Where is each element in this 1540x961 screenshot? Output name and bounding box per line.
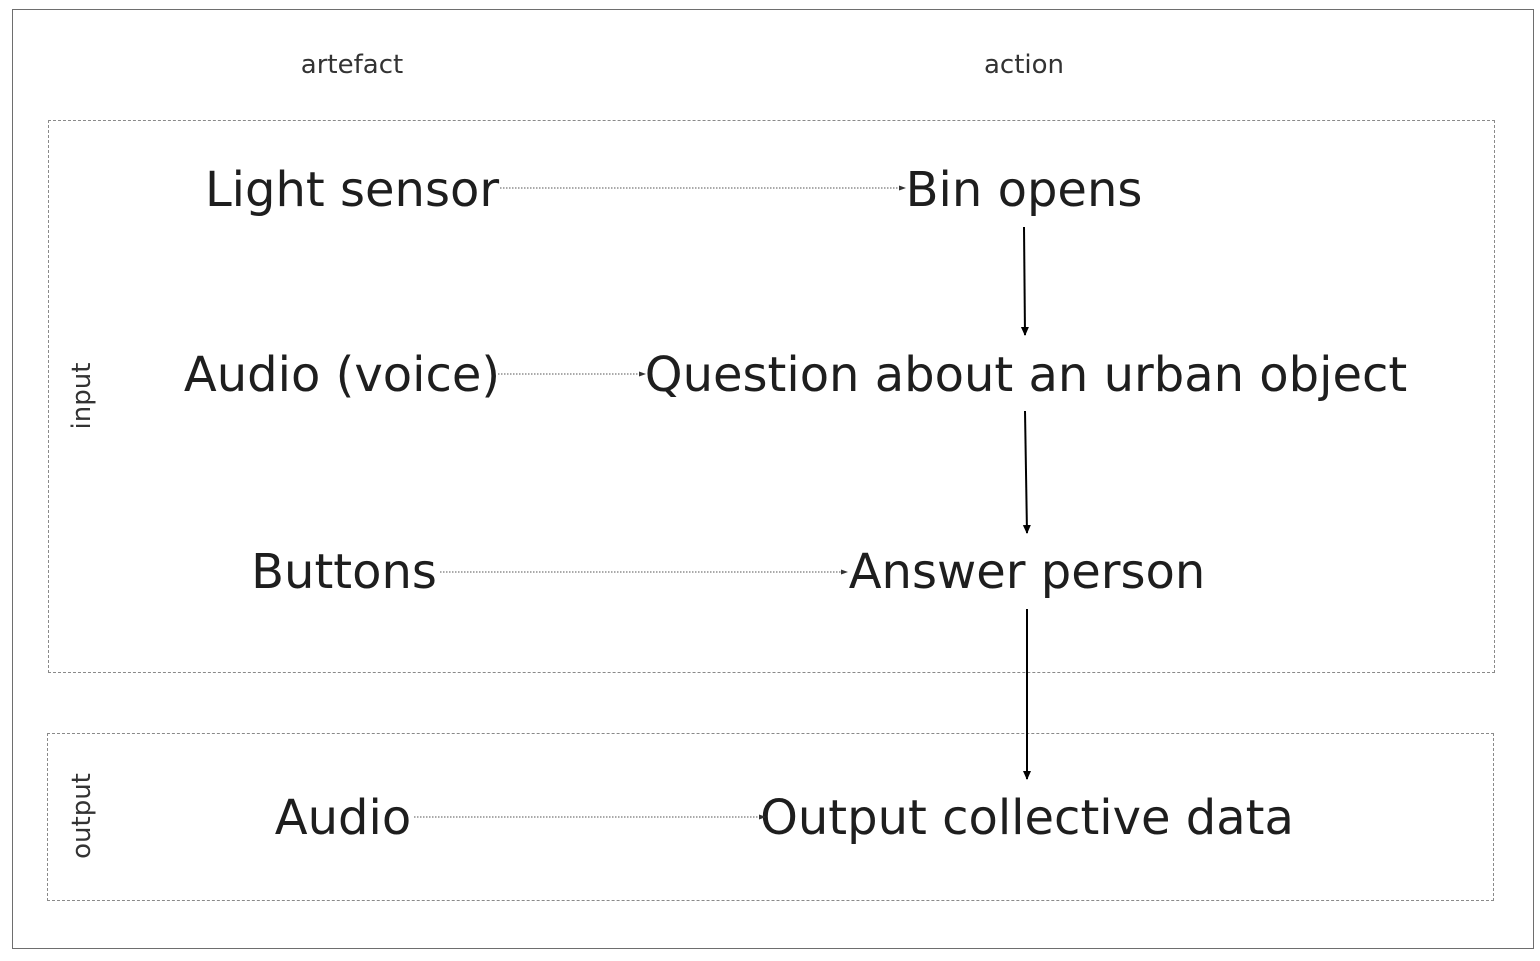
- artefact-column-header: artefact: [300, 50, 404, 80]
- question-urban-object-node: Question about an urban object: [644, 347, 1408, 403]
- output-collective-data-node: Output collective data: [760, 790, 1294, 846]
- input-group-box: [48, 120, 1495, 673]
- buttons-node: Buttons: [251, 544, 437, 600]
- bin-opens-node: Bin opens: [905, 162, 1143, 218]
- audio-node: Audio: [274, 790, 412, 846]
- diagram-frame: [12, 9, 1534, 949]
- answer-person-node: Answer person: [848, 544, 1206, 600]
- input-group-label: input: [67, 362, 97, 430]
- output-group-box: [47, 733, 1494, 901]
- output-group-label: output: [67, 773, 97, 859]
- light-sensor-node: Light sensor: [204, 162, 500, 218]
- audio-voice-node: Audio (voice): [183, 347, 501, 403]
- action-column-header: action: [983, 50, 1065, 80]
